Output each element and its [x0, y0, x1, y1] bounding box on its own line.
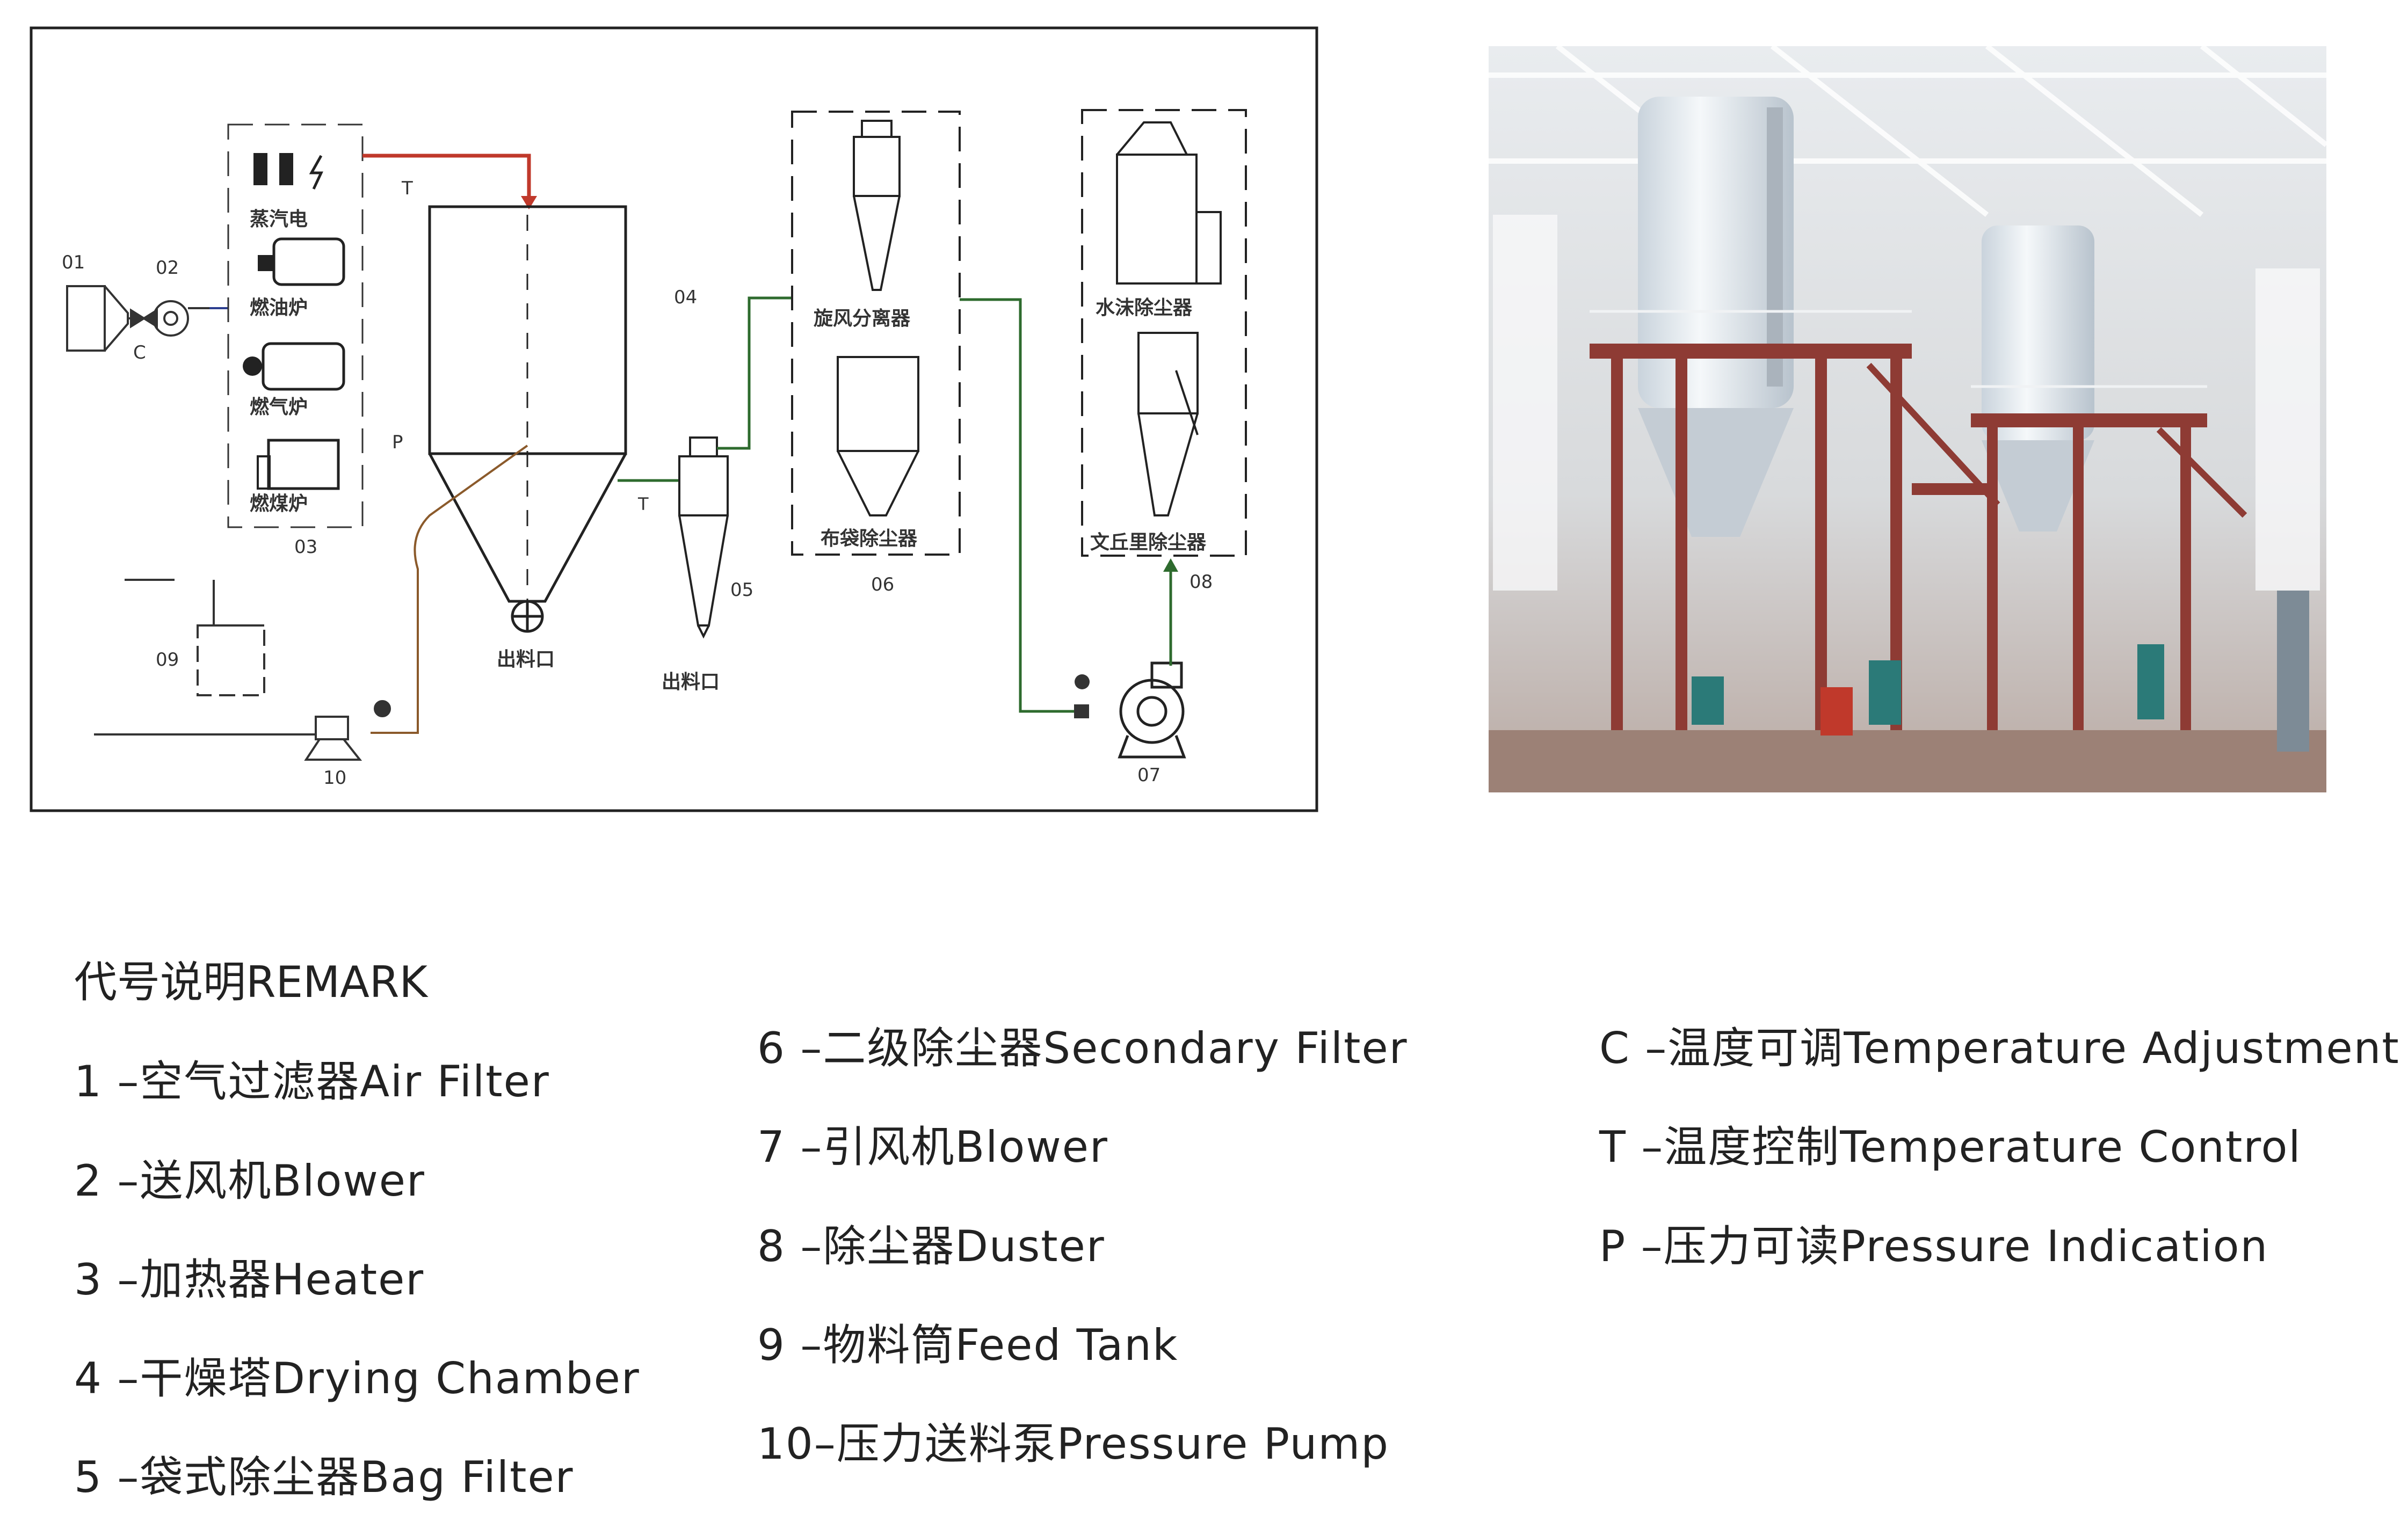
secondary-filter — [791, 111, 961, 556]
gauge-icon — [1075, 674, 1090, 689]
factory-photo — [1489, 46, 2326, 792]
label-01: 01 — [62, 252, 85, 273]
remark-item-7: 7 –引风机Blower — [757, 1122, 1108, 1172]
remark-title: 代号说明REMARK — [74, 957, 427, 1007]
label-07: 07 — [1137, 764, 1161, 786]
label-02: 02 — [156, 257, 179, 279]
remark-item-1: 1 –空气过滤器Air Filter — [74, 1057, 550, 1106]
remark-item-t: T –温度控制Temperature Control — [1599, 1122, 2302, 1172]
caption-steam: 蒸汽电 — [250, 208, 308, 230]
remark-item-2: 2 –送风机Blower — [74, 1156, 425, 1206]
label-10: 10 — [323, 767, 346, 789]
caption-heater-b: 燃气炉 — [250, 396, 308, 418]
remark-item-c: C –温度可调Temperature Adjustment — [1599, 1023, 2400, 1073]
label-t2: T — [637, 494, 649, 514]
caption-outlet-a: 出料口 — [497, 649, 555, 671]
caption-outlet-b: 出料口 — [662, 671, 720, 693]
label-06: 06 — [871, 574, 894, 595]
remark-item-p: P –压力可读Pressure Indication — [1599, 1221, 2269, 1271]
air-line-2 — [717, 296, 792, 450]
remark-item-10: 10–压力送料泵Pressure Pump — [757, 1419, 1390, 1469]
feed-tank — [94, 579, 301, 736]
drying-chamber — [428, 205, 627, 633]
air-line-3 — [960, 298, 1082, 713]
remark-item-9: 9 –物料筒Feed Tank — [757, 1320, 1179, 1370]
caption-wet-dust: 文丘里除尘器 — [1090, 531, 1207, 554]
duster — [1081, 109, 1247, 557]
valve-icon — [1074, 704, 1089, 718]
process-flow-diagram: 01 C 02 蒸汽电 燃油炉 燃气炉 燃煤炉 03 T — [30, 26, 1318, 812]
label-p: P — [392, 432, 403, 453]
diagram-frame — [30, 26, 1318, 812]
label-t1: T — [401, 178, 413, 199]
caption-cyclone-sep: 旋风分离器 — [814, 308, 911, 330]
caption-heater-a: 燃油炉 — [250, 297, 308, 319]
caption-bag-dust: 布袋除尘器 — [821, 528, 918, 550]
remark-item-4: 4 –干燥塔Drying Chamber — [74, 1353, 640, 1403]
remark-item-6: 6 –二级除尘器Secondary Filter — [757, 1023, 1408, 1073]
remark-item-3: 3 –加热器Heater — [74, 1255, 425, 1305]
label-08: 08 — [1190, 571, 1213, 593]
remark-item-8: 8 –除尘器Duster — [757, 1221, 1105, 1271]
pressure-pump — [301, 700, 391, 761]
bag-filter — [678, 436, 729, 639]
caption-heater-c: 燃煤炉 — [250, 493, 308, 515]
feed-line — [371, 445, 528, 734]
label-05: 05 — [730, 579, 753, 601]
label-04: 04 — [674, 287, 697, 308]
label-03: 03 — [294, 536, 317, 558]
heater-group: 蒸汽电 燃油炉 燃气炉 燃煤炉 — [227, 123, 364, 528]
label-09: 09 — [156, 649, 179, 671]
hot-air-line — [362, 154, 531, 204]
caption-water-dust: 水沫除尘器 — [1096, 297, 1193, 319]
blower-02 — [153, 300, 228, 337]
label-c: C — [133, 342, 146, 363]
induced-blower-07 — [1118, 661, 1186, 759]
remark-item-5: 5 –袋式除尘器Bag Filter — [74, 1452, 574, 1502]
